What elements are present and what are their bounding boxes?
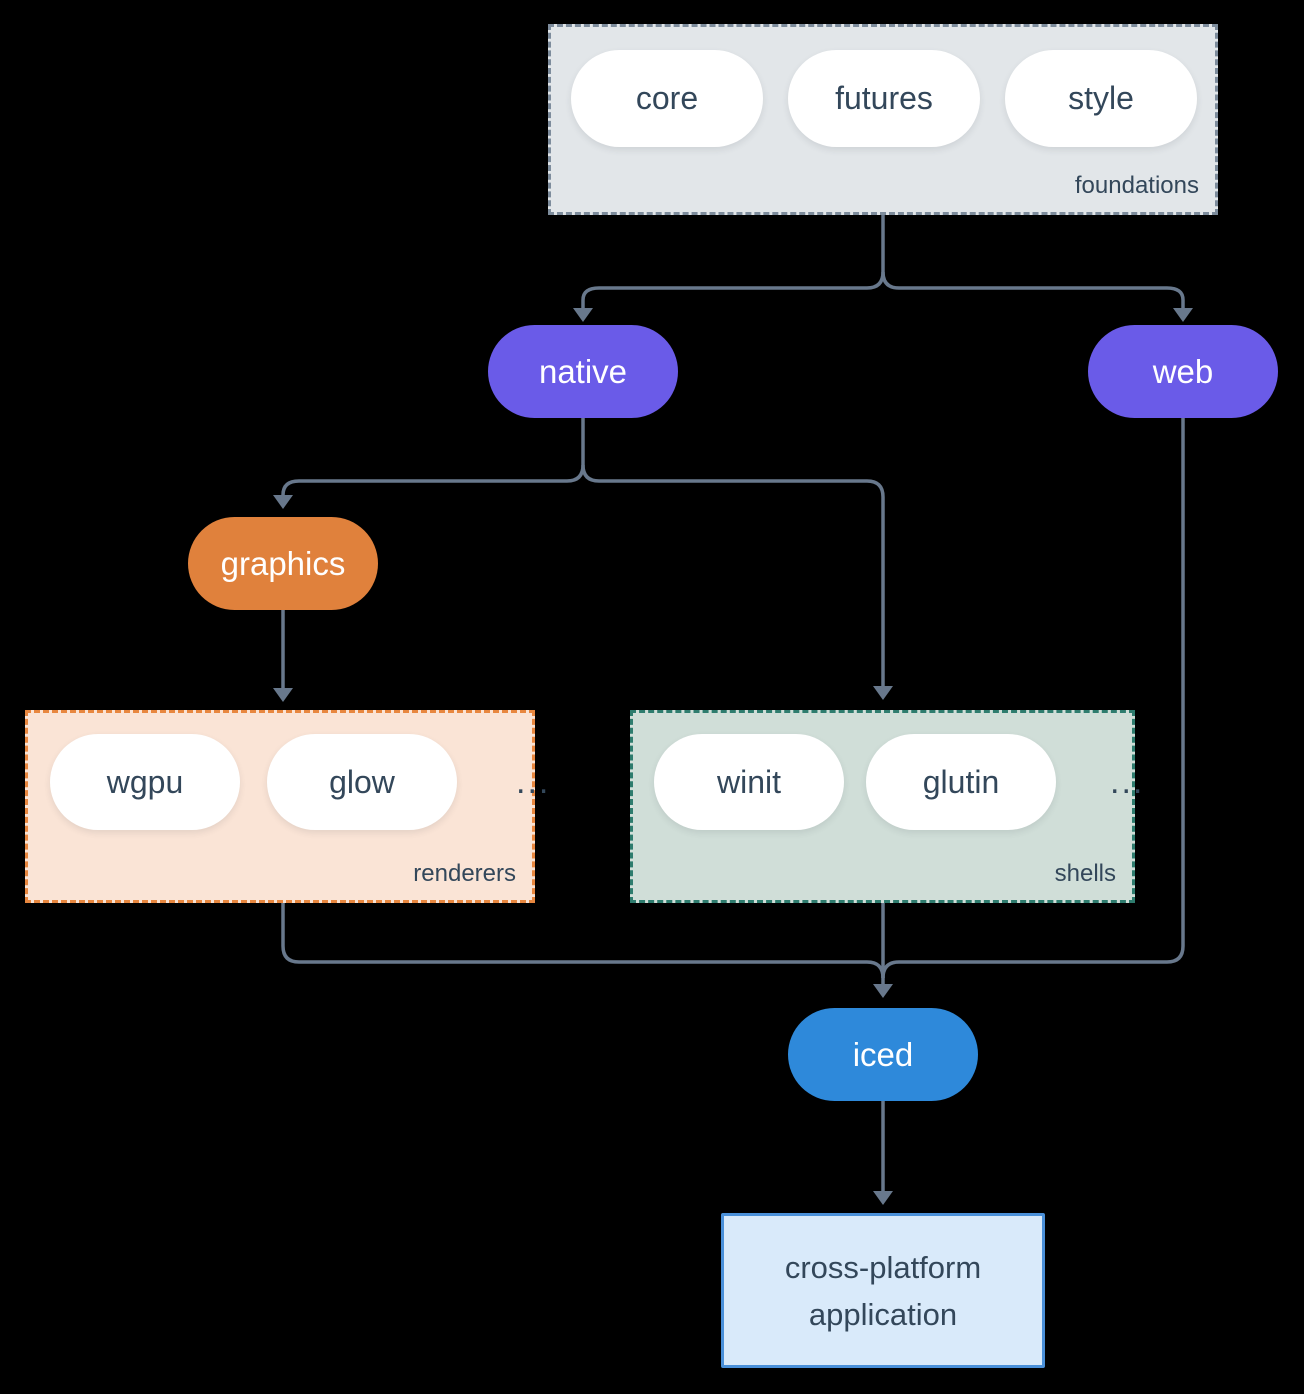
connector-lines	[281, 215, 1185, 1191]
shells-ellipsis: ...	[1110, 762, 1145, 801]
group-shells: winit glutin ... shells	[630, 710, 1142, 903]
group-renderers: wgpu glow ... renderers	[25, 710, 548, 903]
node-cross-platform-application: cross-platform application	[721, 1213, 1045, 1368]
node-futures: futures	[788, 50, 980, 147]
arrowhead-iced	[873, 984, 893, 998]
edge-native-shells	[581, 464, 885, 686]
edge-native-graphics	[281, 418, 585, 496]
renderers-ellipsis: ...	[516, 762, 551, 801]
group-label-renderers: renderers	[413, 860, 516, 887]
renderers-pill-row: wgpu glow ...	[50, 734, 550, 830]
edge-web-iced	[881, 418, 1185, 979]
shells-pill-row: winit glutin ...	[654, 734, 1144, 830]
group-label-shells: shells	[1054, 860, 1116, 887]
node-winit: winit	[654, 734, 844, 830]
arrowheads	[273, 308, 1193, 1205]
foundations-pill-row: core futures style	[571, 50, 1197, 147]
arrowhead-graphics	[273, 495, 293, 509]
arrowhead-renderers	[273, 688, 293, 702]
group-label-foundations: foundations	[1074, 172, 1199, 199]
edge-renderers-iced	[281, 903, 885, 979]
node-iced: iced	[788, 1008, 978, 1101]
group-foundations: core futures style foundations	[548, 24, 1218, 215]
arrowhead-shells	[873, 686, 893, 700]
node-web: web	[1088, 325, 1278, 418]
edge-foundations-web	[881, 271, 1185, 308]
arrowhead-native	[573, 308, 593, 322]
node-native: native	[488, 325, 678, 418]
node-graphics: graphics	[188, 517, 378, 610]
edge-foundations-native	[581, 215, 885, 308]
node-glow: glow	[267, 734, 457, 830]
node-glutin: glutin	[866, 734, 1056, 830]
node-style: style	[1005, 50, 1197, 147]
node-core: core	[571, 50, 763, 147]
arrowhead-application	[873, 1191, 893, 1205]
arrowhead-web	[1173, 308, 1193, 322]
node-wgpu: wgpu	[50, 734, 240, 830]
